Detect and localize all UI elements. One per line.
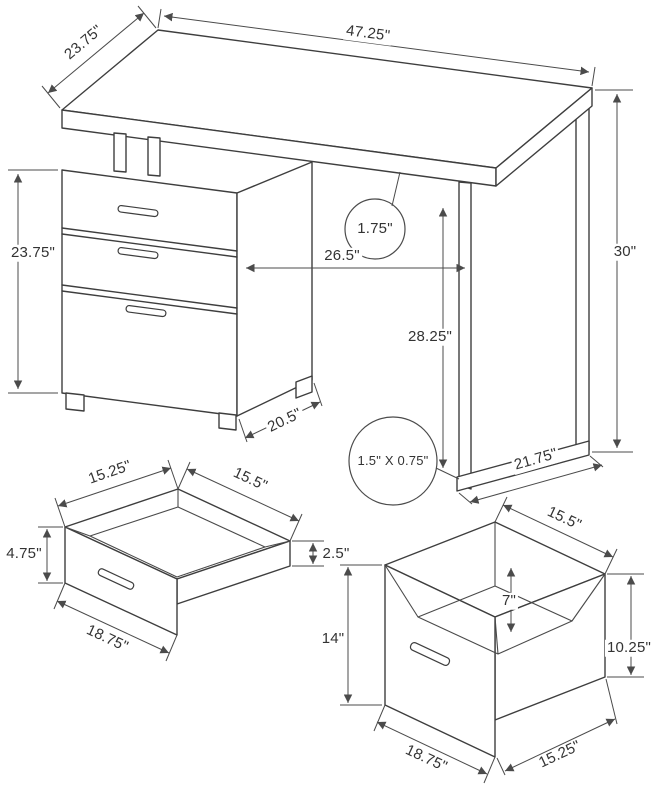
drawer-handle [125,304,167,318]
drawer-pedestal [61,161,313,431]
drawer-handle [117,204,159,218]
dim-label-fd-side-height: 10.25" [604,638,654,657]
file-drawer-figure [340,496,644,784]
pedestal-side [236,161,313,417]
dim-label-top-thickness: 1.75" [355,219,395,238]
dim-label-fd-front-height: 14" [319,629,347,648]
dim-label-frame-profile: 1.5" X 0.75" [355,452,431,469]
pedestal-foot [65,392,85,412]
dim-label-fd-interior-height: 7" [499,591,519,610]
small-drawer-figure [38,459,324,662]
callout-frame-profile [348,416,438,506]
dim-label-knee-height: 28.25" [405,327,455,346]
file-drawer-interior [384,522,606,655]
desktop-right-edge [495,87,593,187]
drawer-handle [97,568,135,590]
pedestal-foot [218,412,237,431]
leg-front-post [458,181,472,490]
dim-label-pedestal-height: 23.75" [8,243,58,262]
callout-top-thickness [344,198,406,260]
cabinet-brackets [113,132,161,177]
file-drawer-dimensions [340,496,644,784]
desk-dimensions [8,5,633,506]
drawer-handle [117,246,159,260]
dim-label-sd-front-height: 4.75" [4,544,44,563]
dim-label-sd-side-height: 2.5" [320,544,352,563]
small-drawer-interior [64,489,291,578]
pedestal-front [61,169,238,417]
drawer-handle [409,642,451,666]
desktop [61,29,593,187]
small-drawer-dimensions [38,459,324,662]
dim-label-desk-height: 30" [611,242,639,261]
leg-back-post [575,103,590,451]
pedestal-foot [295,375,313,399]
desk-figure [8,5,633,506]
dim-label-knee-width: 26.5" [322,246,362,265]
